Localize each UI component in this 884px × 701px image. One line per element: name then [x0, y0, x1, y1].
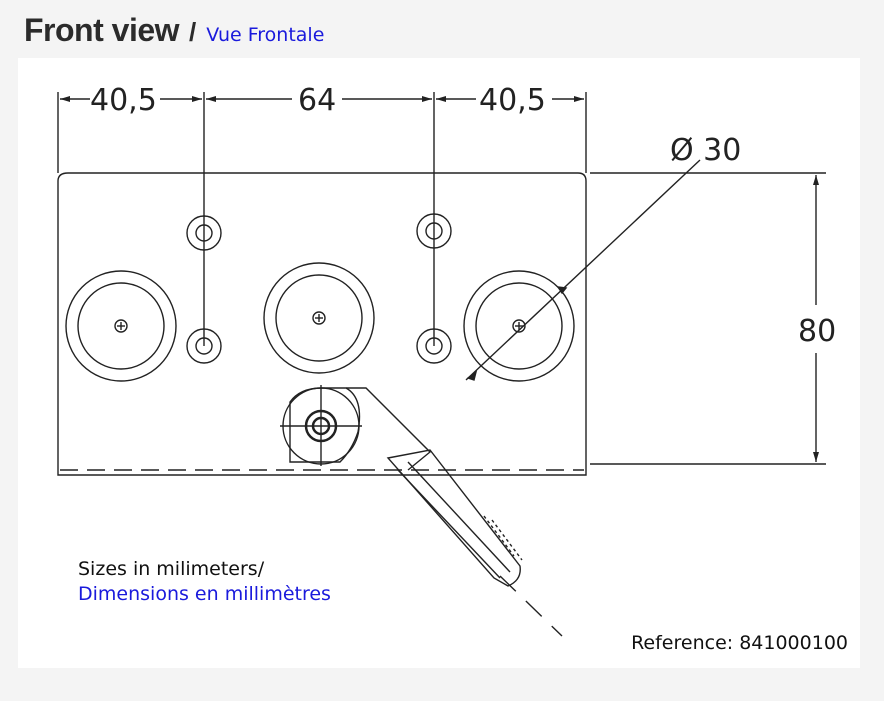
units-note-french: Dimensions en millimètres [78, 583, 331, 605]
large-bore-right [463, 270, 575, 382]
small-hole-top-left [186, 215, 222, 251]
title-main: Front view [24, 12, 180, 48]
small-hole-bottom-right [416, 328, 452, 364]
dim-height-label: 80 [798, 314, 836, 349]
dim-center-label: 64 [298, 83, 336, 118]
title-separator: / [189, 17, 197, 47]
units-note-english: Sizes in milimeters/ [78, 558, 265, 580]
dim-right-label: 40,5 [479, 83, 546, 118]
title-row: Front view / Vue Frontale [24, 12, 324, 52]
plate-outline [57, 172, 587, 476]
diameter-leader [465, 159, 701, 381]
units-note: Sizes in milimeters/ Dimensions en milli… [78, 557, 331, 607]
lever-hub [280, 385, 362, 466]
drawing-panel [18, 58, 860, 668]
dim-diameter-label: Ø 30 [670, 133, 741, 168]
small-hole-top-right [416, 213, 452, 249]
large-bore-center [263, 262, 375, 374]
title-translation: Vue Frontale [206, 24, 325, 46]
lever-arm [346, 387, 563, 637]
large-bore-left [65, 270, 177, 382]
reference-number: Reference: 841000100 [631, 632, 848, 654]
small-hole-bottom-left [186, 328, 222, 364]
dim-left-label: 40,5 [90, 83, 157, 118]
